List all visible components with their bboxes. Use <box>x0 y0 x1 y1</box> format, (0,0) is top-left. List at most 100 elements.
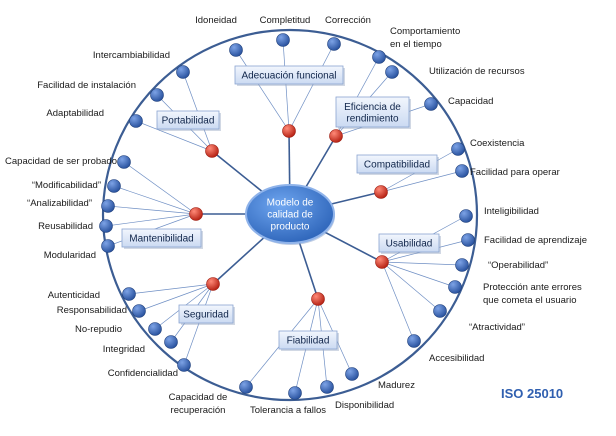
characteristic-compatibilidad[interactable]: Compatibilidad <box>356 154 439 175</box>
connector-usabilidad-4 <box>381 261 441 312</box>
sub-characteristic-label: Disponibilidad <box>335 400 394 411</box>
node-eficiencia-1 <box>385 65 399 79</box>
sub-characteristic-label: “Atractividad” <box>469 322 525 333</box>
node-fiabilidad-2 <box>288 386 302 400</box>
node-mantenibilidad-4 <box>117 155 131 169</box>
sub-characteristic-label: “Analizabilidad” <box>27 198 92 209</box>
node-usabilidad-0 <box>459 209 473 223</box>
node-seguridad-2 <box>148 322 162 336</box>
node-fiabilidad-1 <box>320 380 334 394</box>
sub-characteristic-label: Completitud <box>260 15 311 26</box>
sub-characteristic-label: Facilidad para operar <box>470 167 560 178</box>
hub-fiabilidad <box>311 292 325 306</box>
node-portabilidad-0 <box>129 114 143 128</box>
sub-characteristic-label: Coexistencia <box>470 138 525 149</box>
sub-characteristic-label: Idoneidad <box>195 15 237 26</box>
connector-mantenibilidad-4 <box>123 161 197 215</box>
characteristic-seguridad[interactable]: Seguridad <box>178 304 235 325</box>
sub-characteristic-nodes <box>99 33 475 400</box>
connector-usabilidad-5 <box>381 261 415 342</box>
connector-usabilidad-2 <box>381 261 463 266</box>
box-eficiencia <box>335 96 410 128</box>
connector-adecuacion-1 <box>282 39 290 132</box>
sub-characteristic-label: Facilidad de instalación <box>37 80 136 91</box>
node-adecuacion-2 <box>327 37 341 51</box>
node-portabilidad-2 <box>176 65 190 79</box>
node-fiabilidad-3 <box>239 380 253 394</box>
hub-eficiencia <box>329 129 343 143</box>
outer-ring <box>101 28 479 402</box>
sub-characteristic-label: Autenticidad <box>48 290 100 301</box>
sub-characteristic-label: Integridad <box>103 344 145 355</box>
node-compatibilidad-1 <box>455 164 469 178</box>
node-eficiencia-2 <box>424 97 438 111</box>
sub-characteristic-label: No-repudio <box>75 324 122 335</box>
characteristic-label: Fiabilidad <box>287 336 330 347</box>
connector-mantenibilidad-3 <box>113 185 197 215</box>
connector-compatibilidad-1 <box>380 170 463 193</box>
characteristic-label: Adecuación funcional <box>241 71 336 82</box>
sub-characteristic-label: Intercambiabilidad <box>93 50 170 61</box>
connector-mantenibilidad-1 <box>105 213 197 227</box>
characteristic-fiabilidad[interactable]: Fiabilidad <box>278 330 339 351</box>
standard-label: ISO 25010 <box>501 386 563 401</box>
node-portabilidad-1 <box>150 88 164 102</box>
center-label: calidad de <box>267 210 313 221</box>
sub-characteristic-label: Corrección <box>325 15 371 26</box>
sub-characteristic-label: Facilidad de aprendizaje <box>484 235 587 246</box>
characteristic-usabilidad[interactable]: Usabilidad <box>378 233 441 254</box>
connector-adecuacion-0 <box>235 49 290 132</box>
sub-characteristic-label: Tolerancia a fallos <box>250 405 326 416</box>
characteristic-label: Compatibilidad <box>364 160 430 171</box>
characteristic-portabilidad[interactable]: Portabilidad <box>156 110 221 131</box>
node-seguridad-0 <box>177 358 191 372</box>
node-compatibilidad-0 <box>451 142 465 156</box>
node-usabilidad-3 <box>448 280 462 294</box>
connector-usabilidad-3 <box>381 261 456 288</box>
node-seguridad-1 <box>164 335 178 349</box>
hub-usabilidad <box>375 255 389 269</box>
hub-adecuacion <box>282 124 296 138</box>
box-compatibilidad <box>356 154 438 174</box>
characteristic-mantenibilidad[interactable]: Mantenibilidad <box>121 228 203 249</box>
center-label: producto <box>271 222 310 233</box>
node-eficiencia-0 <box>372 50 386 64</box>
sub-characteristic-label: Modularidad <box>44 250 96 261</box>
node-usabilidad-5 <box>407 334 421 348</box>
characteristic-label: Eficiencia de <box>344 102 401 113</box>
node-adecuacion-0 <box>229 43 243 57</box>
hub-seguridad <box>206 277 220 291</box>
node-usabilidad-4 <box>433 304 447 318</box>
center-label: Modelo de <box>267 198 314 209</box>
characteristic-label: Usabilidad <box>386 239 433 250</box>
sub-characteristic-label: “Operabilidad” <box>488 260 548 271</box>
node-mantenibilidad-0 <box>101 239 115 253</box>
connector-adecuacion-2 <box>288 43 335 132</box>
sub-characteristic-label: Responsabilidad <box>57 305 127 316</box>
characteristic-label: Seguridad <box>183 310 229 321</box>
node-adecuacion-1 <box>276 33 290 47</box>
sub-characteristic-label: Capacidad de ser probado <box>5 156 117 167</box>
node-seguridad-4 <box>122 287 136 301</box>
center-ellipse[interactable] <box>245 184 335 244</box>
node-mantenibilidad-2 <box>101 199 115 213</box>
sub-characteristic-label: Protección ante errores <box>483 282 582 293</box>
hub-portabilidad <box>205 144 219 158</box>
characteristic-hubs <box>189 124 389 306</box>
sub-characteristic-label: Comportamiento <box>390 26 460 37</box>
connector-seguridad-4 <box>128 283 214 295</box>
node-usabilidad-1 <box>461 233 475 247</box>
connector-portabilidad-0 <box>135 120 213 152</box>
sub-characteristic-label: Capacidad de <box>169 392 228 403</box>
sub-characteristic-label: Inteligibilidad <box>484 206 539 217</box>
sub-characteristic-label: Madurez <box>378 380 415 391</box>
sub-characteristic-label: “Modificabilidad” <box>32 180 101 191</box>
characteristic-adecuacion[interactable]: Adecuación funcional <box>234 65 345 86</box>
hub-mantenibilidad <box>189 207 203 221</box>
sub-characteristic-label: Utilización de recursos <box>429 66 525 77</box>
